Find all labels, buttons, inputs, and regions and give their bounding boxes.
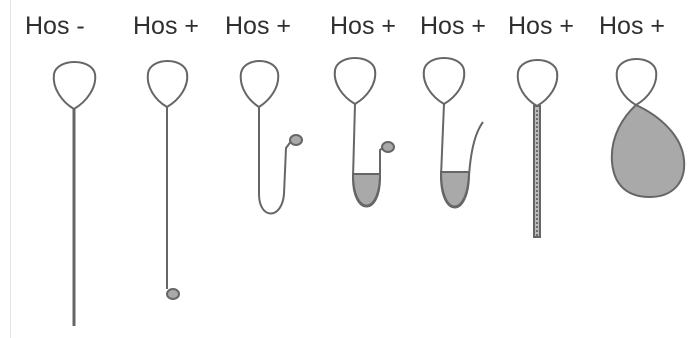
sperm-1 — [54, 62, 95, 326]
sperm-6-head — [518, 60, 558, 106]
sperm-3-tail — [259, 107, 292, 214]
sperm-2-head — [148, 61, 188, 107]
sperm-5-head — [424, 58, 465, 104]
sperm-3-tail-coil — [290, 135, 302, 145]
sperm-4-head — [335, 58, 376, 104]
sperm-2-tail-coil — [167, 289, 179, 299]
sperm-3-head — [241, 61, 279, 107]
sperm-3 — [241, 61, 302, 214]
sperm-7 — [612, 59, 684, 197]
sperm-4-tail-coil — [382, 142, 394, 152]
sperm-2 — [148, 61, 188, 299]
sperm-4 — [335, 58, 394, 207]
sperm-7-tail-swelling — [612, 105, 684, 197]
sperm-5 — [424, 58, 483, 208]
sperm-7-head — [617, 59, 657, 105]
sperm-1-head — [54, 62, 95, 109]
sperm-6 — [518, 60, 558, 237]
